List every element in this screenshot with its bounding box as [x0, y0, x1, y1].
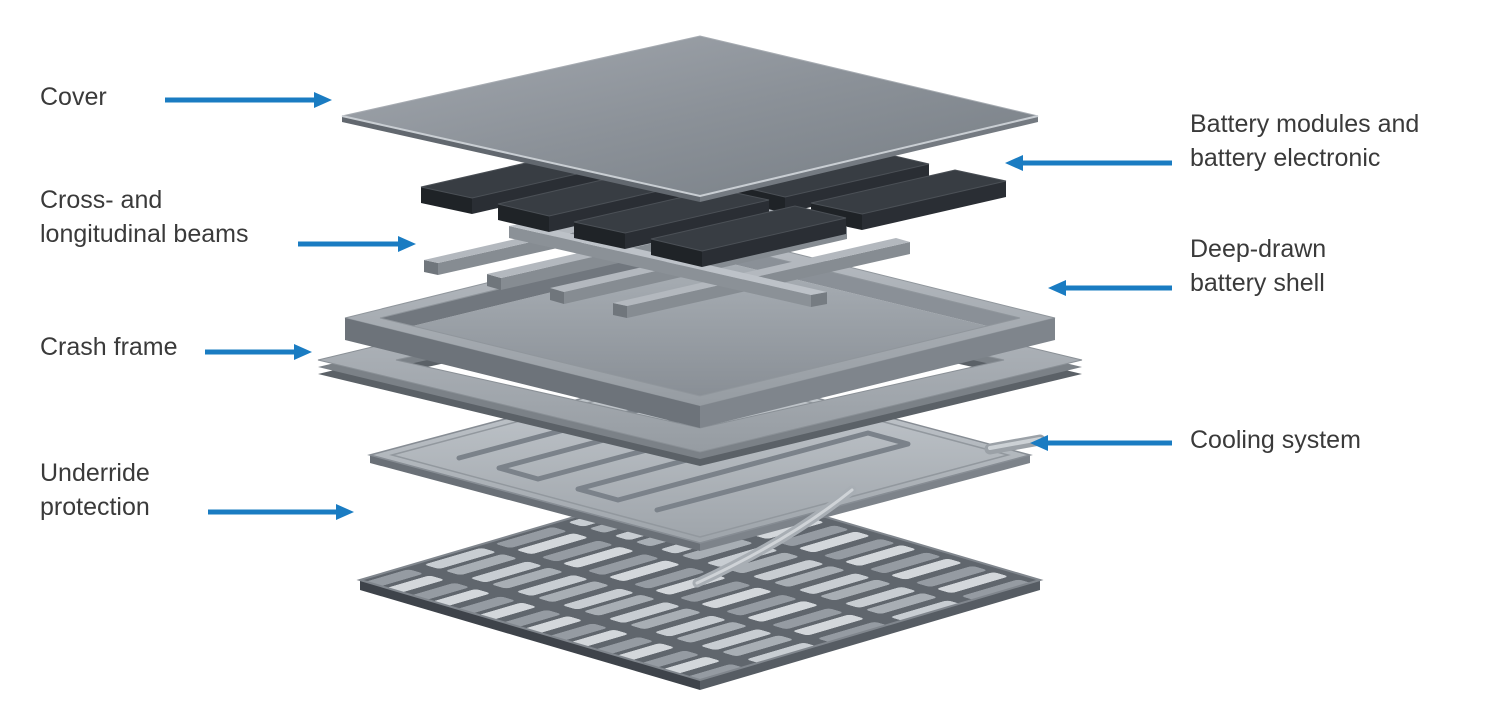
label-deep-drawn-line: battery shell	[1190, 269, 1325, 297]
label-cooling-line: Cooling system	[1190, 426, 1361, 454]
cross-beams-arrow	[298, 236, 416, 252]
label-deep-drawn-line: Deep-drawn	[1190, 235, 1327, 263]
cooling-arrow	[1030, 435, 1172, 451]
battery-module	[650, 205, 847, 267]
label-cover: Cover	[40, 80, 107, 114]
label-cross-beams-line: longitudinal beams	[40, 220, 249, 248]
label-cover-line: Cover	[40, 83, 107, 111]
label-battery-modules-line: battery electronic	[1190, 144, 1381, 172]
label-battery-modules-line: Battery modules and	[1190, 110, 1420, 138]
label-cooling: Cooling system	[1190, 423, 1361, 457]
label-deep-drawn: Deep-drawn battery shell	[1190, 232, 1326, 300]
cover-arrow	[165, 92, 332, 108]
battery-modules-arrow	[1005, 155, 1172, 171]
label-battery-modules: Battery modules and battery electronic	[1190, 107, 1419, 175]
label-cross-beams: Cross- and longitudinal beams	[40, 183, 248, 251]
label-underride: Underride protection	[40, 456, 150, 524]
label-underride-line: protection	[40, 493, 150, 521]
cover-layer	[341, 35, 1039, 202]
label-underride-line: Underride	[40, 459, 150, 487]
deep-drawn-arrow	[1048, 280, 1172, 296]
label-crash-frame: Crash frame	[40, 330, 178, 364]
crash-frame-arrow	[205, 344, 312, 360]
underride-arrow	[208, 504, 354, 520]
label-crash-frame-line: Crash frame	[40, 333, 178, 361]
label-cross-beams-line: Cross- and	[40, 186, 163, 214]
